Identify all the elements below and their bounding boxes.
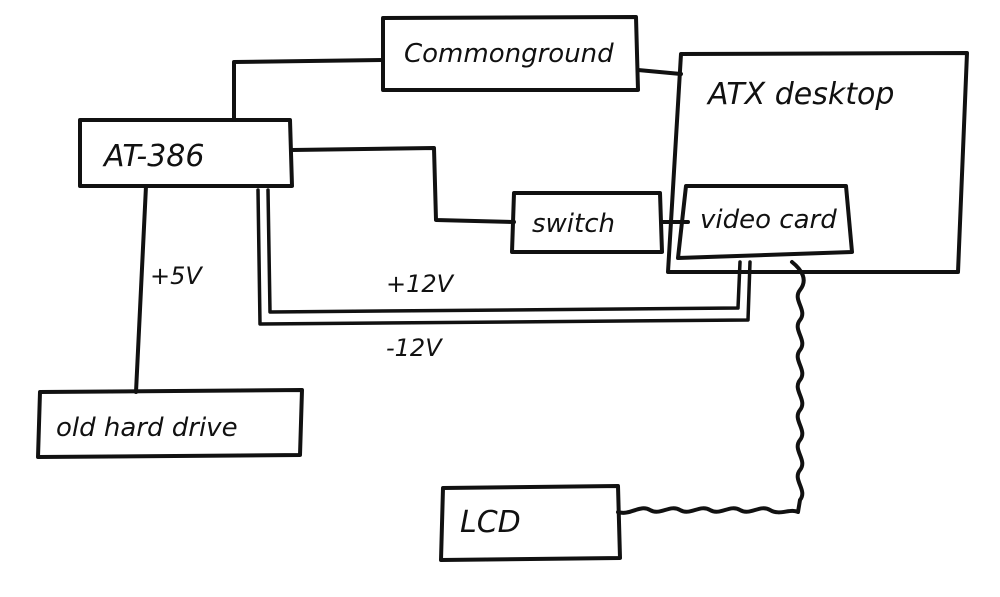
label-old-hard-drive: old hard drive bbox=[56, 413, 238, 443]
switch-box bbox=[510, 191, 664, 254]
wire-common-ground-to-atx bbox=[636, 68, 683, 76]
label-minus-12v: -12V bbox=[386, 334, 443, 362]
wire-plus5v bbox=[134, 184, 148, 394]
label-at-386: AT-386 bbox=[102, 139, 204, 174]
lcd-box bbox=[439, 484, 622, 562]
label-video-card: video card bbox=[700, 205, 837, 235]
at-386-box bbox=[78, 118, 294, 188]
atx-desktop-box bbox=[666, 51, 969, 274]
label-switch: switch bbox=[532, 209, 615, 239]
wire-at386-to-switch bbox=[290, 146, 516, 224]
label-lcd: LCD bbox=[460, 505, 521, 540]
label-common-ground: Commonground bbox=[404, 39, 614, 69]
label-atx-desktop: ATX desktop bbox=[706, 77, 894, 112]
wire-plus12v bbox=[266, 188, 742, 314]
old-hard-drive-box bbox=[36, 388, 304, 459]
label-plus-12v: +12V bbox=[386, 270, 455, 298]
wire-minus12v bbox=[256, 188, 752, 326]
common-ground-box bbox=[381, 15, 640, 92]
wire-video-to-lcd bbox=[616, 260, 806, 515]
video-card-box bbox=[676, 184, 854, 260]
label-plus-5v: +5V bbox=[150, 262, 203, 290]
wire-at386-to-common-ground bbox=[232, 58, 385, 122]
